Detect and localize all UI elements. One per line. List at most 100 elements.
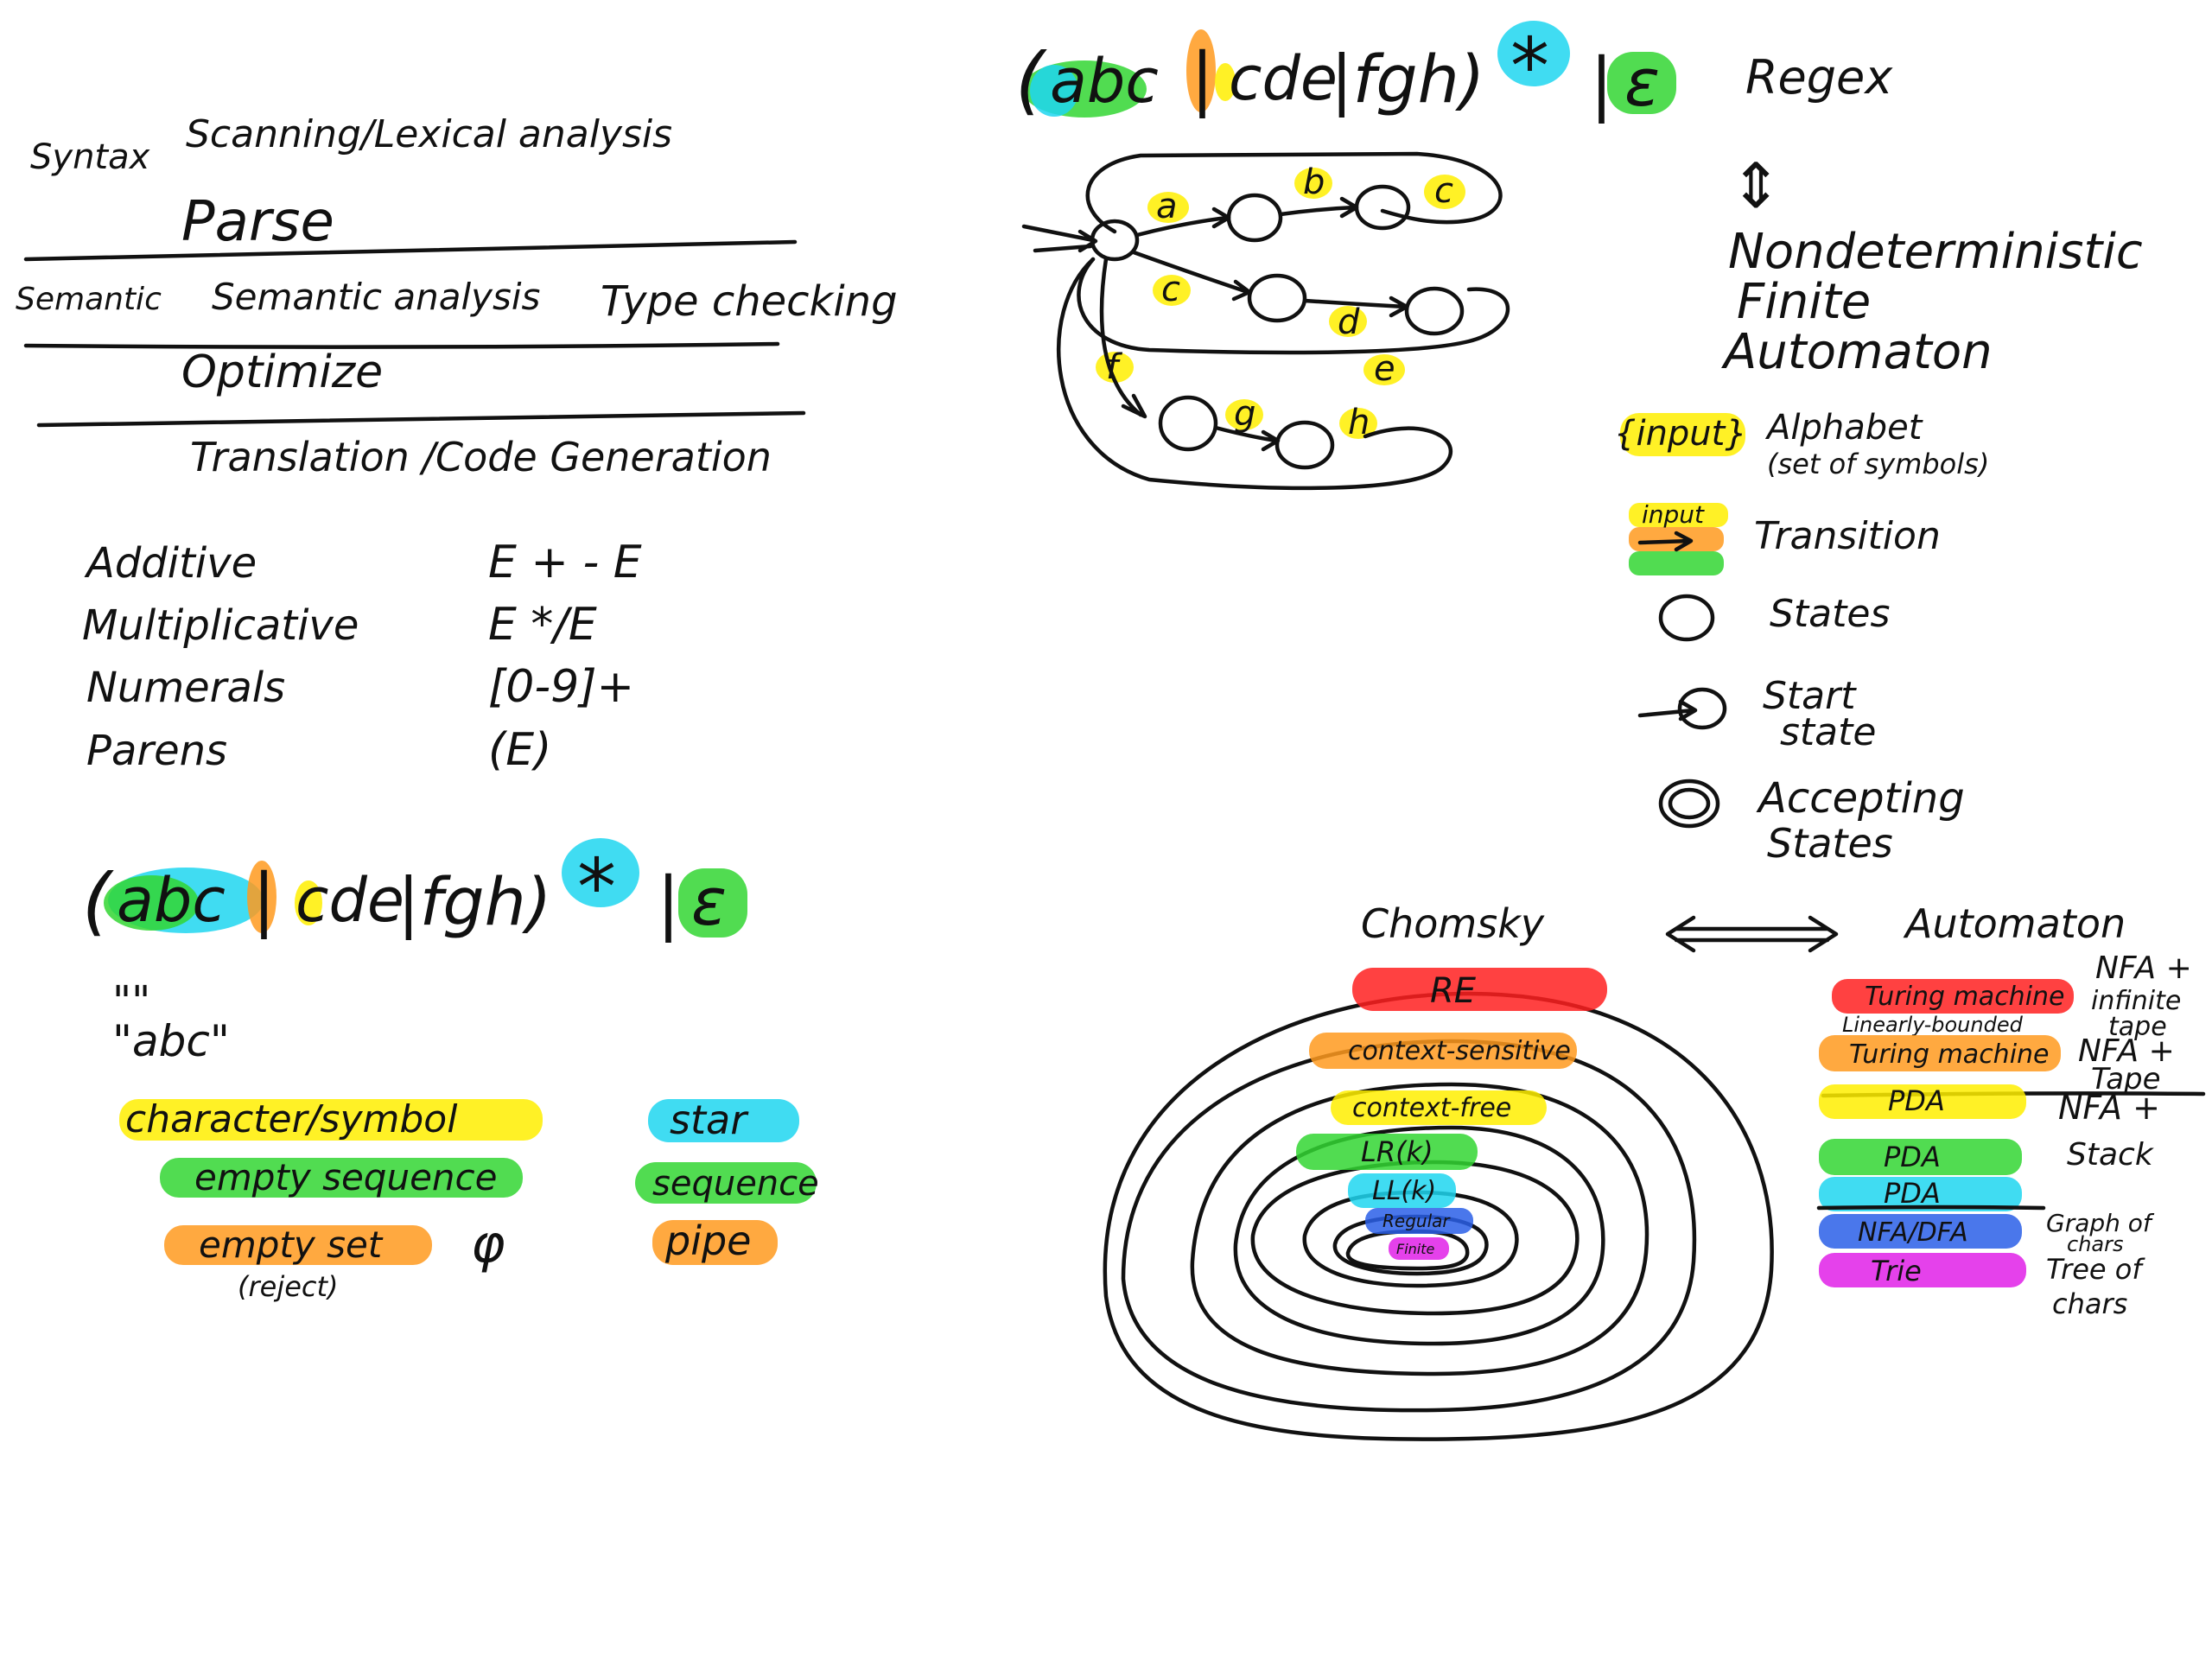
- regex-legend: character/symbol empty sequence empty se…: [119, 1096, 819, 1303]
- transition-arrow-icon: [1637, 531, 1694, 552]
- automaton-note: chars: [2067, 1232, 2123, 1256]
- automaton-row-label: Turing machine: [1865, 982, 2065, 1012]
- grammar-rule: (E): [488, 724, 551, 776]
- hierarchy-ring: [1103, 991, 1774, 1441]
- hierarchy-ring: [1250, 1160, 1580, 1316]
- legend-character: character/symbol: [125, 1097, 458, 1141]
- start-state-label: state: [1780, 710, 1876, 754]
- nfa-title-line: Automaton: [1721, 324, 1993, 380]
- automaton-note: NFA +: [2095, 950, 2192, 986]
- equivalence-arrow: ⇕: [1730, 149, 1782, 222]
- edge-label: c: [1434, 171, 1453, 211]
- highlight-yellow: [1819, 1084, 2026, 1119]
- edge-label: h: [1348, 403, 1370, 442]
- optimize-label: Optimize: [181, 346, 383, 398]
- grammar-name: Numerals: [86, 664, 285, 712]
- grammar-rule: [0-9]+: [488, 661, 634, 713]
- highlight-magenta: [1819, 1253, 2026, 1287]
- edge-label: b: [1303, 162, 1325, 202]
- scanning-label: Scanning/Lexical analysis: [186, 112, 672, 156]
- highlight-yellow: [1331, 1090, 1547, 1125]
- highlight-yellow: [295, 880, 322, 925]
- highlight-yellow: [119, 1099, 543, 1141]
- regex-cde: cde: [296, 865, 404, 936]
- double-arrow: [1665, 915, 1839, 953]
- level-context-sensitive: context-sensitive: [1348, 1036, 1571, 1066]
- automaton-row-label: Trie: [1871, 1255, 1922, 1287]
- automaton-note: tape: [2108, 1012, 2167, 1042]
- edge-label: c: [1161, 270, 1180, 309]
- edge-label: g: [1234, 394, 1255, 434]
- accepting-state-icon: [1658, 779, 1720, 829]
- automaton-row-label: Turing machine: [1849, 1039, 2050, 1070]
- regex-expression-right: ( abc | cde |fgh) * | ε: [1015, 21, 1676, 124]
- level-finite: Finite: [1396, 1241, 1435, 1257]
- regex-open-paren: (: [82, 858, 114, 944]
- legend-star: star: [670, 1096, 749, 1143]
- syntax-label: Syntax: [30, 137, 150, 177]
- start-state-label: Start: [1763, 674, 1857, 718]
- highlight-yellow: [1153, 275, 1191, 306]
- highlight-green: [635, 1162, 817, 1204]
- highlight-yellow: [1225, 399, 1263, 430]
- automaton-row-label: PDA: [1884, 1141, 1941, 1173]
- legend-empty-set: empty set: [199, 1224, 384, 1266]
- highlight-cyan: [1819, 1177, 2022, 1211]
- nfa-title-line: Finite: [1737, 274, 1871, 330]
- regex-rest: |fgh): [1331, 41, 1484, 118]
- grammar-name: Additive: [84, 539, 257, 588]
- edge-label: e: [1374, 349, 1395, 389]
- hierarchy-ring: [1190, 1082, 1649, 1376]
- regex-star: *: [1510, 22, 1549, 112]
- highlight-cyan: [648, 1099, 799, 1142]
- start-arrow-icon: [1637, 699, 1698, 721]
- highlight-red: [1832, 979, 2074, 1014]
- level-ll-k: LL(k): [1372, 1176, 1436, 1206]
- alphabet-label: Alphabet: [1764, 408, 1923, 448]
- start-state-icon: [1677, 687, 1727, 730]
- automaton-note: NFA +: [2078, 1033, 2175, 1069]
- input-alphabet-symbol: {input}: [1614, 414, 1747, 454]
- edge-label: d: [1338, 302, 1360, 342]
- regex-star: *: [577, 842, 616, 933]
- highlight-yellow: [1096, 352, 1134, 383]
- chomsky-label: Chomsky: [1361, 900, 1545, 947]
- example-abc-string: "abc": [112, 1016, 230, 1066]
- empty-set-symbol: φ: [471, 1214, 505, 1274]
- highlight-yellow: [1339, 408, 1377, 439]
- highlight-orange: [247, 861, 276, 933]
- state: [1274, 420, 1335, 470]
- highlight-yellow: [1147, 192, 1189, 223]
- example-empty-string: "": [112, 977, 150, 1026]
- parse-label: Parse: [181, 190, 334, 254]
- transition-arrow: [1131, 250, 1252, 302]
- state: [1247, 273, 1307, 323]
- grammar-rule: E */E: [488, 599, 597, 651]
- highlight-green: [1819, 1139, 2022, 1175]
- regex-open-paren: (: [1015, 37, 1047, 124]
- automaton-row-label: PDA: [1884, 1177, 1941, 1210]
- start-arrow: [1033, 244, 1093, 253]
- transition-arrow: [1213, 425, 1281, 452]
- level-lr-k: LR(k): [1361, 1135, 1433, 1168]
- highlight-green: [1629, 551, 1724, 575]
- regex-pipe: |: [252, 859, 276, 940]
- accepting-label: Accepting: [1756, 774, 1965, 823]
- legend-reject: (reject): [238, 1270, 339, 1303]
- level-context-free: context-free: [1352, 1093, 1511, 1123]
- highlight-green: [104, 875, 199, 931]
- start-state: [1090, 219, 1140, 262]
- grammar-rule: E + - E: [488, 537, 642, 588]
- highlight-green: [1296, 1134, 1478, 1170]
- nfa-title-line: Nondeterministic: [1728, 224, 2143, 280]
- transition-arrow: [1302, 296, 1409, 318]
- regex-expression-left: ( abc | cde |fgh) * | ε: [82, 838, 747, 944]
- highlight-blue: [1365, 1208, 1473, 1234]
- transition-arrow: [1099, 257, 1147, 419]
- automaton-note: infinite: [2091, 986, 2181, 1016]
- highlight-yellow: [1363, 354, 1405, 385]
- highlight-yellow: [1215, 63, 1236, 101]
- hierarchy-ring: [1121, 1039, 1697, 1413]
- highlight-magenta: [1389, 1237, 1449, 1260]
